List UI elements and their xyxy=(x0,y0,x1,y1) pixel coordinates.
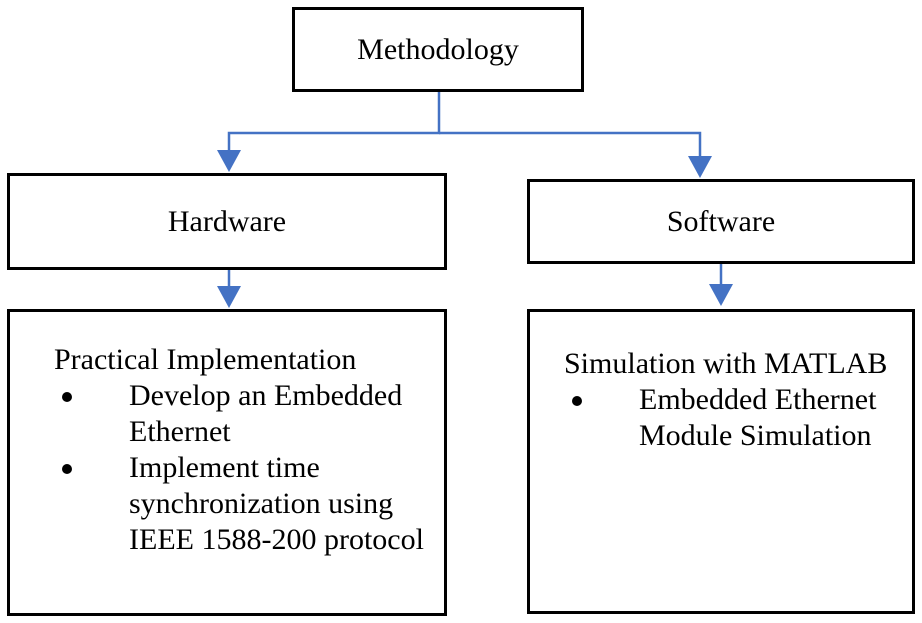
bullet-icon xyxy=(62,464,72,474)
software-node: Software xyxy=(527,179,915,264)
methodology-label: Methodology xyxy=(357,32,519,66)
hardware-label: Hardware xyxy=(167,204,287,238)
methodology-node: Methodology xyxy=(292,7,584,92)
simulation-content: Simulation with MATLAB Embedded Ethernet… xyxy=(564,346,909,454)
simulation-node: Simulation with MATLAB Embedded Ethernet… xyxy=(527,309,915,614)
practical-implementation-node: Practical Implementation Develop an Embe… xyxy=(7,309,447,616)
software-label: Software xyxy=(666,204,776,238)
list-item: Embedded Ethernet Module Simulation xyxy=(564,382,909,454)
practical-implementation-list: Develop an Embedded Ethernet Implement t… xyxy=(54,378,434,558)
practical-implementation-heading: Practical Implementation xyxy=(54,343,357,376)
list-item-text: Implement time synchronization using IEE… xyxy=(129,451,424,556)
list-item: Implement time synchronization using IEE… xyxy=(54,450,434,558)
software-arrowhead xyxy=(688,156,712,178)
root-to-software-connector xyxy=(439,131,702,158)
list-item-text: Develop an Embedded Ethernet xyxy=(129,379,403,448)
list-item: Develop an Embedded Ethernet xyxy=(54,378,434,450)
simulation-heading: Simulation with MATLAB xyxy=(564,347,888,380)
list-item-text: Embedded Ethernet Module Simulation xyxy=(639,383,877,452)
hardware-node: Hardware xyxy=(7,173,447,270)
hardware-arrowhead xyxy=(217,150,241,172)
bullet-icon xyxy=(572,396,582,406)
practical-implementation-content: Practical Implementation Develop an Embe… xyxy=(54,342,434,558)
simulation-list: Embedded Ethernet Module Simulation xyxy=(564,382,909,454)
practical-arrowhead xyxy=(217,286,241,308)
root-to-branches-connector xyxy=(227,92,441,152)
bullet-icon xyxy=(62,392,72,402)
simulation-arrowhead xyxy=(709,284,733,306)
